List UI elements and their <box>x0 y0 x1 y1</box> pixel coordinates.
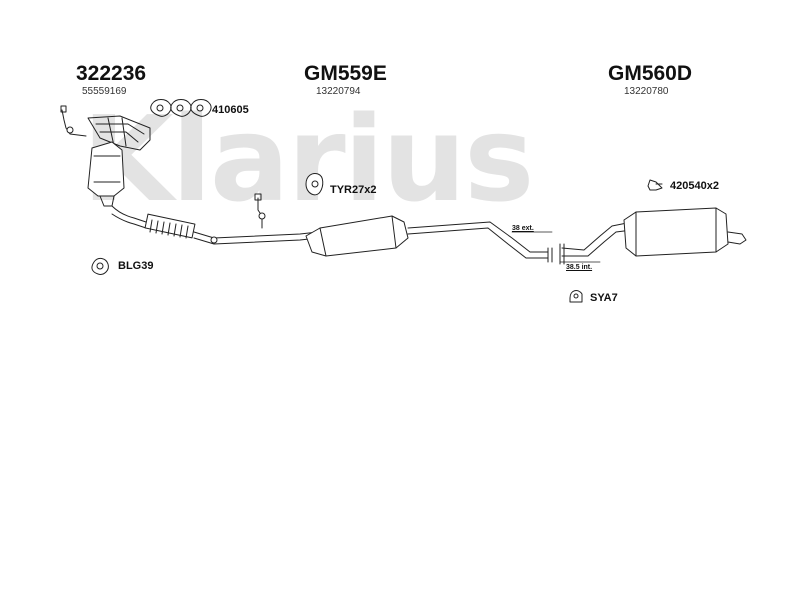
klarius-watermark: Klarius <box>82 90 534 228</box>
tailpipe <box>727 231 747 245</box>
front-gasket-icon <box>91 257 109 275</box>
sensor-icon <box>254 193 266 229</box>
intermediate-pipe <box>407 221 549 253</box>
rear-silencer-icon <box>623 207 729 257</box>
gasket-set-label: 410605 <box>212 104 249 116</box>
clamp-label: SYA7 <box>590 292 618 304</box>
rubber-mount-label: TYR27x2 <box>330 184 377 196</box>
part-code-center: GM559E <box>304 62 387 85</box>
center-silencer-icon <box>305 215 409 257</box>
catalytic-converter-icon <box>87 141 125 207</box>
front-gasket-label: BLG39 <box>118 260 154 272</box>
rear-mount-icon <box>647 179 663 191</box>
front-pipe <box>193 231 319 239</box>
exhaust-manifold-icon <box>87 115 151 151</box>
dimension-ext-label: 38 ext. <box>512 225 534 232</box>
part-code-front: 322236 <box>76 62 147 85</box>
oxygen-sensor-icon <box>60 105 87 137</box>
gasket-set-icon <box>150 99 212 117</box>
clamp-icon <box>569 290 583 303</box>
rear-mount-label: 420540x2 <box>670 180 719 192</box>
part-code-rear: GM560D <box>608 62 693 85</box>
part-oem-rear: 13220780 <box>624 86 669 97</box>
flex-pipe-icon <box>111 205 196 239</box>
dimension-int-label: 38.5 int. <box>566 264 593 271</box>
rubber-mount-icon <box>305 173 324 196</box>
part-oem-front: 55559169 <box>82 86 127 97</box>
part-oem-center: 13220794 <box>316 86 361 97</box>
